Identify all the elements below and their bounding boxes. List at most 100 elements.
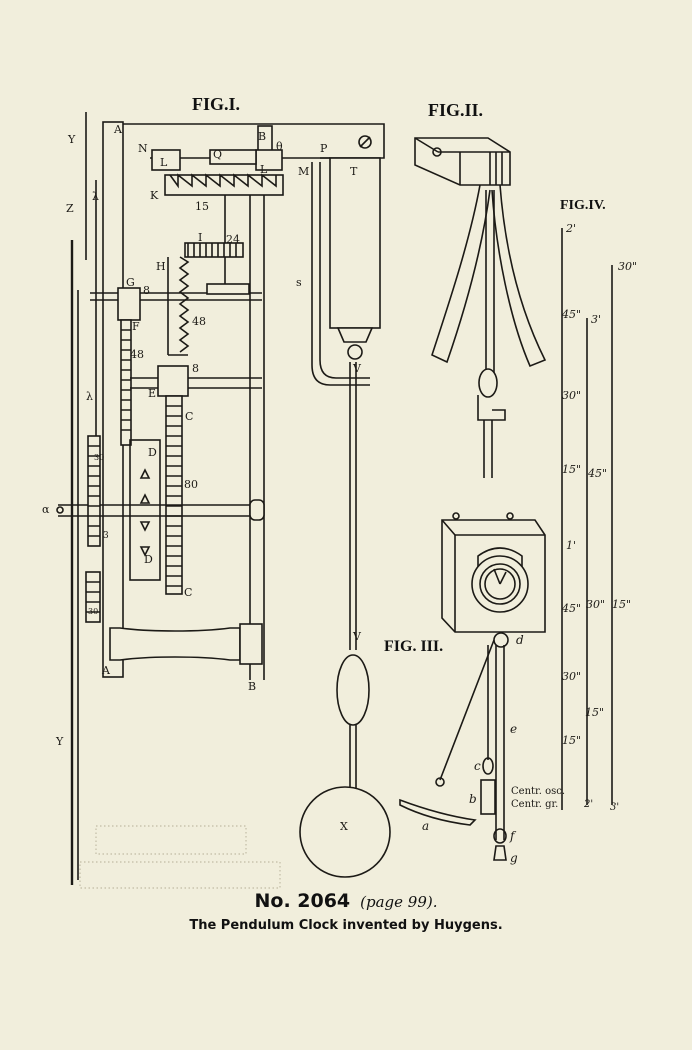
label-x: X [340,820,348,833]
scale-left-30b: 30" [562,670,581,683]
pinion-h [178,256,190,353]
label-v-lower: V [352,630,362,643]
scale-left-15a: 15" [562,463,581,476]
crutch-s [311,162,370,386]
block-l-left [151,149,181,171]
label-y-top: Y [67,133,76,146]
scale-left-2min: 2' [565,222,576,235]
stop-e-upper [206,283,250,295]
label-30-upper: 30 [94,453,104,462]
pulley-a [399,798,477,826]
perforated-stamp [79,825,281,889]
label-c-upper: C [185,410,193,423]
clock-plate-illustration: FIG.I. [42,94,637,889]
wheel-e [157,365,189,397]
scale-left-45a: 45" [561,308,581,321]
label-fig3-g: g [510,851,518,865]
label-p: P [320,142,328,155]
label-8-upper: 8 [143,284,150,297]
fig2-title: FIG.II. [428,100,483,120]
hour-hand [493,568,501,585]
label-80: 80 [184,478,198,491]
centr-osc-label: Centr. osc. [511,786,565,797]
bracket-screw [358,135,372,149]
label-f: F [132,320,140,333]
label-g: G [126,276,135,289]
label-fig3-f: f [509,829,517,843]
label-e: E [148,387,156,400]
scale-right-15: 15" [612,598,631,611]
label-m: M [298,165,309,178]
scale-bottom-3min: 3' [610,802,619,813]
scale-left-1min: 1' [566,539,576,552]
block-t [329,157,381,329]
label-a-top: A [113,123,123,136]
caption-number: No. 2064 [254,890,351,912]
label-fig3-b: b [469,792,477,806]
label-d-lower: D [144,553,153,566]
scale-left-45b: 45" [561,602,581,615]
dial-wheel-lower [85,571,101,623]
dial-wheel-upper [87,435,101,547]
wheel-f [120,319,132,446]
suspension-block [414,137,511,186]
pendulum-lens [336,654,370,726]
centr-gr-label: Centr. gr. [511,799,558,810]
label-y-bottom: Y [55,735,64,748]
pivot-d [493,632,509,648]
knob-alpha [56,506,64,514]
label-8-lower: 8 [192,362,199,375]
block-q [209,149,257,165]
scale-right-30: 30" [618,260,637,273]
cheek-left [431,184,491,364]
label-k: K [150,189,159,202]
label-h: H [156,260,166,273]
label-30-lower: 30 [88,607,98,616]
caption-page-ref: (page 99). [360,893,438,911]
caption-title: The Pendulum Clock invented by Huygens. [189,918,503,933]
label-q: Q [213,148,222,161]
cheek-right [491,184,547,368]
label-i: I [198,231,202,244]
scale-mid-45: 45" [587,467,607,480]
label-alpha: α [42,503,50,516]
label-t: T [350,165,358,178]
weight-b [480,779,496,815]
label-fig3-a: a [422,819,429,833]
label-c-lower: C [184,586,192,599]
scale-left-15b: 15" [562,734,581,747]
label-fig3-e: e [510,722,517,736]
plate-caption: No. 2064 (page 99). The Pendulum Clock i… [0,890,692,933]
label-l-right: L [260,163,268,176]
label-fig3-d: d [516,633,524,647]
label-48-upper: 48 [192,315,206,328]
wheel-g [117,287,141,321]
weight-g [493,845,507,861]
label-lambda-upper: λ [92,190,99,203]
label-b-top: B [258,130,266,143]
label-theta: θ [276,140,283,153]
label-24: 24 [226,233,240,246]
scale-mid-30: 30" [586,598,605,611]
fig4-title: FIG.IV. [560,198,606,213]
pendulum-bob-x [299,786,391,878]
label-lambda-lower: λ [86,390,93,403]
scale-mid-15: 15" [585,706,604,719]
label-3: 3 [103,531,109,541]
label-l-left: L [160,156,168,169]
crown-wheel-teeth [169,173,277,189]
scale-left-30a: 30" [562,389,581,402]
label-15: 15 [195,200,209,213]
label-z: Z [66,202,74,215]
label-a-bottom: A [101,664,111,677]
label-d-upper: D [148,446,157,459]
barrel-d [129,439,161,581]
label-fig3-c: c [474,759,481,773]
label-n: N [138,142,148,155]
pillar [109,627,241,661]
label-v-upper: V [352,362,362,375]
plate-a [102,121,124,678]
minute-hand [499,571,507,585]
cord-to-a [439,639,495,781]
scale-mid-3min: 3' [591,313,601,326]
